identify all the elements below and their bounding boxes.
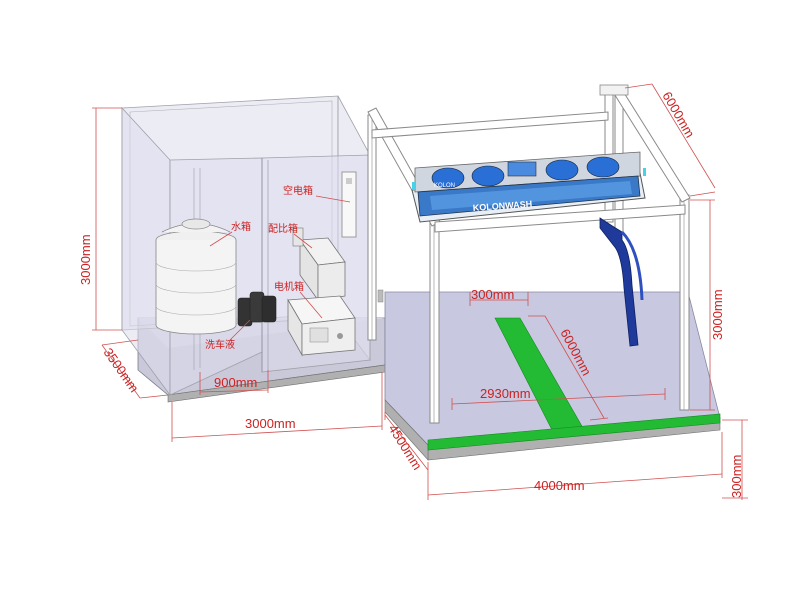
detergent-label: 洗车液 xyxy=(205,338,235,351)
frame-depth-label: 6000mm xyxy=(659,89,697,140)
motor-box xyxy=(287,295,356,357)
motor-box-label: 电机箱 xyxy=(274,280,304,293)
air-switch-box xyxy=(341,171,357,238)
component-callouts: 水箱 空电箱 配比箱 电机箱 洗车液 xyxy=(205,184,351,351)
rail-width-label: 300mm xyxy=(471,287,514,302)
dimension-lines xyxy=(92,83,748,500)
equipment-room xyxy=(121,95,386,403)
room-height-label: 3000mm xyxy=(78,234,93,285)
wash-machine: KOLONWASH KOLON xyxy=(411,151,646,223)
swing-arm xyxy=(599,217,639,347)
air-switch-box-label: 空电箱 xyxy=(283,184,313,197)
pit-depth-label: 300mm xyxy=(729,455,744,498)
room-depth-label: 3500mm xyxy=(101,345,142,395)
door-width-label: 900mm xyxy=(214,375,257,390)
room-width-label: 3000mm xyxy=(245,416,296,431)
brush-3 xyxy=(545,159,579,181)
front-rail xyxy=(427,413,721,451)
wash-bay: KOLONWASH KOLON xyxy=(367,84,721,461)
machine-badge-text: KOLON xyxy=(434,183,455,189)
bay-slab-left-edge xyxy=(384,399,429,461)
detergent-containers xyxy=(237,291,277,327)
bay-width-label: 4000mm xyxy=(534,478,585,493)
brush-1 xyxy=(431,167,465,189)
water-tank-label: 水箱 xyxy=(231,220,251,233)
water-tank xyxy=(155,218,237,335)
frame-height-label: 3000mm xyxy=(710,289,725,340)
machine-brand-text: KOLONWASH xyxy=(472,199,532,213)
brush-4 xyxy=(586,156,620,178)
mixing-box-label: 配比箱 xyxy=(268,222,298,235)
track-span-label: 2930mm xyxy=(480,386,531,401)
brush-2 xyxy=(471,165,505,187)
nozzles xyxy=(412,168,646,190)
